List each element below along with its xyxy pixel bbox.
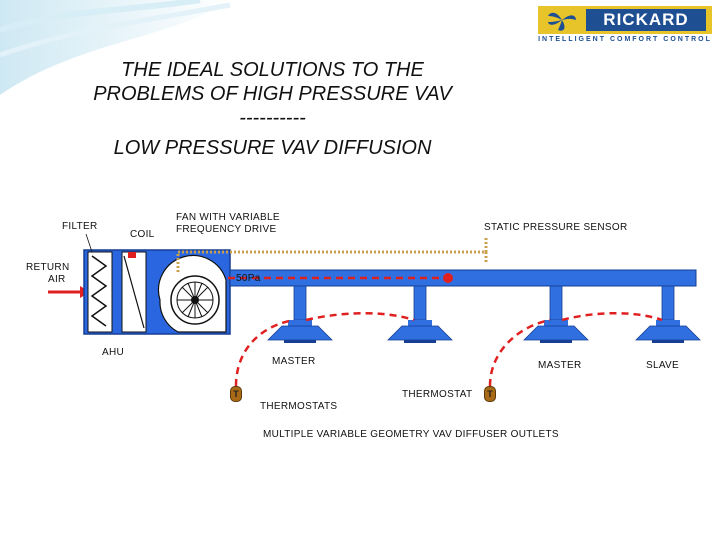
title-line-4: LOW PRESSURE VAV DIFFUSION: [113, 137, 432, 159]
thermostat-master-2: T: [484, 386, 496, 402]
diffuser-outlet-2: [387, 285, 453, 343]
static-sensor-label: STATIC PRESSURE SENSOR: [484, 222, 628, 233]
master-label-2: MASTER: [538, 360, 582, 371]
logo-badge: RICKARD: [538, 6, 712, 34]
brand-name: RICKARD: [586, 9, 706, 31]
brand-logo: RICKARD INTELLIGENT COMFORT CONTROL: [538, 6, 712, 46]
master-label-1: MASTER: [272, 356, 316, 367]
title-line-2: PROBLEMS OF HIGH PRESSURE VAV: [93, 83, 452, 105]
coil-label: COIL: [130, 229, 155, 240]
air-handling-unit: [83, 249, 231, 335]
filter-label: FILTER: [62, 221, 98, 232]
fan-label-line-1: FAN WITH VARIABLE: [176, 212, 280, 223]
fan-label-line-2: FREQUENCY DRIVE: [176, 224, 277, 235]
thermostats-label: THERMOSTATS: [260, 401, 338, 412]
thermostat-label: THERMOSTAT: [402, 389, 473, 400]
title-line-1: THE IDEAL SOLUTIONS TO THE: [121, 59, 424, 81]
ahu-label: AHU: [102, 347, 125, 358]
title-line-3: ----------: [239, 107, 306, 129]
thermostat-master-1: T: [230, 386, 242, 402]
diffuser-outlet-3: [523, 285, 589, 343]
diffuser-outlet-1: [267, 285, 333, 343]
slave-label: SLAVE: [646, 360, 679, 371]
sensor-wire: [176, 238, 488, 272]
return-air-label-line-1: RETURN: [26, 262, 70, 273]
fan-logo-icon: [548, 12, 576, 31]
pressure-label: 50Pa: [236, 273, 261, 284]
return-air-label-line-2: AIR: [48, 274, 66, 285]
outlets-label: MULTIPLE VARIABLE GEOMETRY VAV DIFFUSER …: [263, 429, 559, 440]
supply-duct: [229, 269, 697, 287]
diffuser-outlet-4: [635, 285, 701, 343]
static-pressure-sensor: [443, 273, 453, 283]
brand-tagline: INTELLIGENT COMFORT CONTROL: [538, 36, 712, 43]
